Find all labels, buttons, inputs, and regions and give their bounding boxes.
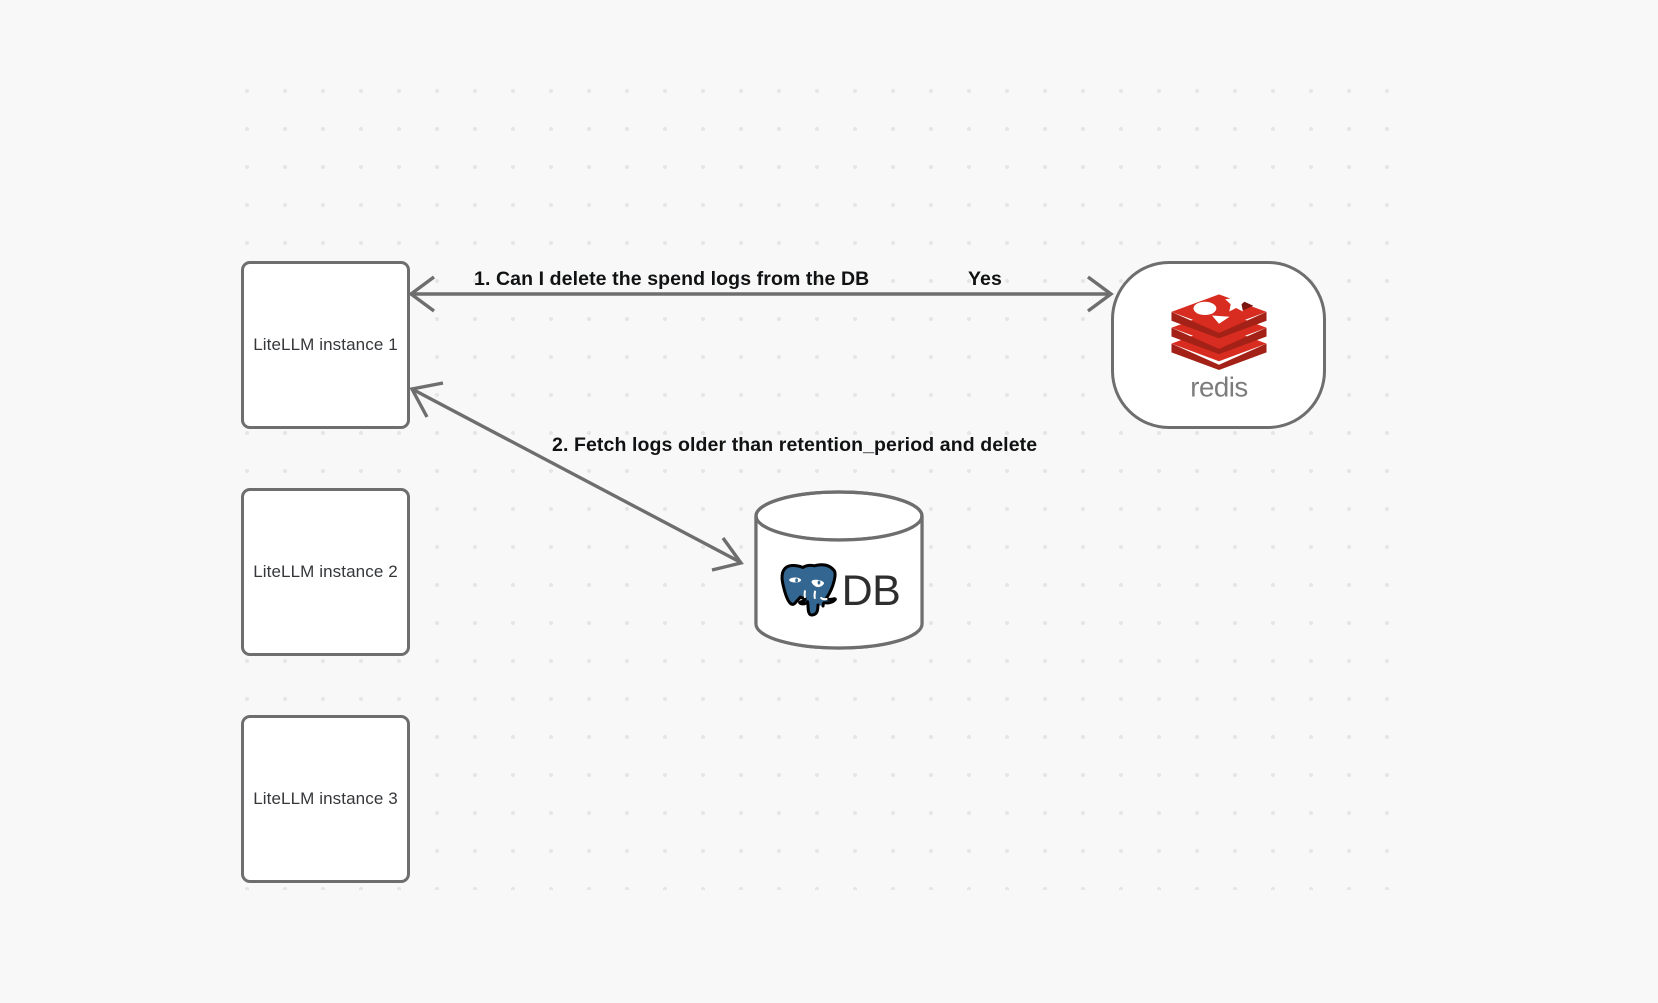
svg-text:redis: redis [1190, 372, 1248, 403]
edge-1-reply-label: Yes [968, 268, 1002, 290]
edge-2-arrowhead-right [711, 537, 744, 572]
edge-1-arrowhead-left [408, 275, 436, 313]
node-litellm-instance-2-label: LiteLLM instance 2 [253, 561, 398, 581]
node-database[interactable]: DB [753, 489, 925, 651]
edge-1-arrowhead-right [1086, 275, 1114, 313]
node-litellm-instance-2[interactable]: LiteLLM instance 2 [241, 488, 410, 656]
database-label: DB [841, 566, 901, 615]
cylinder-shape [754, 490, 924, 650]
redis-wordmark: redis [1190, 372, 1248, 403]
node-redis[interactable]: redis [1111, 261, 1326, 429]
database-logo-group: DB [753, 541, 925, 641]
postgresql-elephant-icon [780, 563, 837, 617]
edge-2-arrowhead-left [409, 381, 444, 418]
edge-2-label: 2. Fetch logs older than retention_perio… [552, 434, 1038, 456]
edge-1-label: 1. Can I delete the spend logs from the … [474, 268, 870, 290]
node-litellm-instance-1[interactable]: LiteLLM instance 1 [241, 261, 410, 429]
node-litellm-instance-3[interactable]: LiteLLM instance 3 [241, 715, 410, 883]
redis-logo-icon [1170, 291, 1267, 370]
node-litellm-instance-3-label: LiteLLM instance 3 [253, 788, 398, 808]
node-litellm-instance-1-label: LiteLLM instance 1 [253, 334, 398, 354]
edge-2-line [411, 387, 741, 564]
